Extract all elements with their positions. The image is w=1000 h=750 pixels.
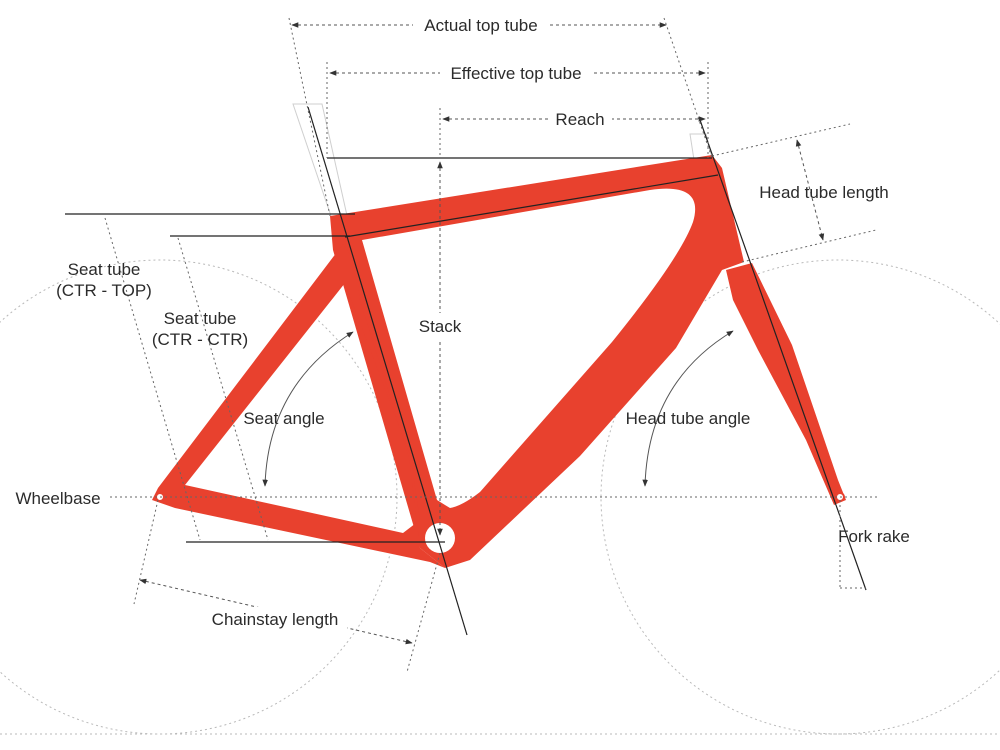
label-stack: Stack — [419, 317, 462, 336]
label-wheelbase: Wheelbase — [15, 489, 100, 508]
bike-frame — [152, 155, 846, 568]
rear-triangle — [152, 244, 445, 568]
seatpost-outline — [292, 103, 349, 223]
front-triangle — [330, 155, 744, 568]
steering-axis — [699, 119, 867, 591]
labels: Actual top tube Effective top tube Reach… — [15, 16, 909, 629]
label-effective-top-tube: Effective top tube — [450, 64, 581, 83]
htl-top-tick — [711, 123, 851, 157]
head-tube-angle-arc — [642, 330, 734, 487]
label-seat-tube-ctr-top-2: (CTR - TOP) — [56, 281, 152, 300]
label-fork-rake: Fork rake — [838, 527, 910, 546]
seat-tube-axis — [307, 106, 468, 636]
att-left-guide — [288, 17, 331, 217]
label-head-tube-angle: Head tube angle — [626, 409, 751, 428]
htl-bottom-tick — [741, 229, 877, 263]
actual-top-tube-line — [344, 174, 719, 238]
front-wheel — [600, 259, 1000, 735]
seat-angle-arc — [262, 331, 354, 487]
bottom-bracket — [425, 523, 455, 553]
fork — [726, 263, 846, 505]
seat-tube-ctr-top-dim — [104, 217, 201, 541]
label-reach: Reach — [555, 110, 604, 129]
cs-right-guide — [406, 552, 441, 673]
label-seat-tube-ctr-top-1: Seat tube — [68, 260, 141, 279]
label-head-tube-length: Head tube length — [759, 183, 889, 202]
label-chainstay-length: Chainstay length — [212, 610, 339, 629]
cs-left-guide — [133, 499, 159, 605]
label-seat-tube-ctr-ctr-2: (CTR - CTR) — [152, 330, 248, 349]
label-seat-tube-ctr-ctr-1: Seat tube — [164, 309, 237, 328]
label-actual-top-tube: Actual top tube — [424, 16, 537, 35]
head-tube-length-arrow — [795, 139, 825, 241]
construction-lines — [65, 17, 880, 673]
label-seat-angle: Seat angle — [243, 409, 324, 428]
att-right-guide — [663, 17, 713, 159]
label-backgrounds — [203, 12, 612, 631]
